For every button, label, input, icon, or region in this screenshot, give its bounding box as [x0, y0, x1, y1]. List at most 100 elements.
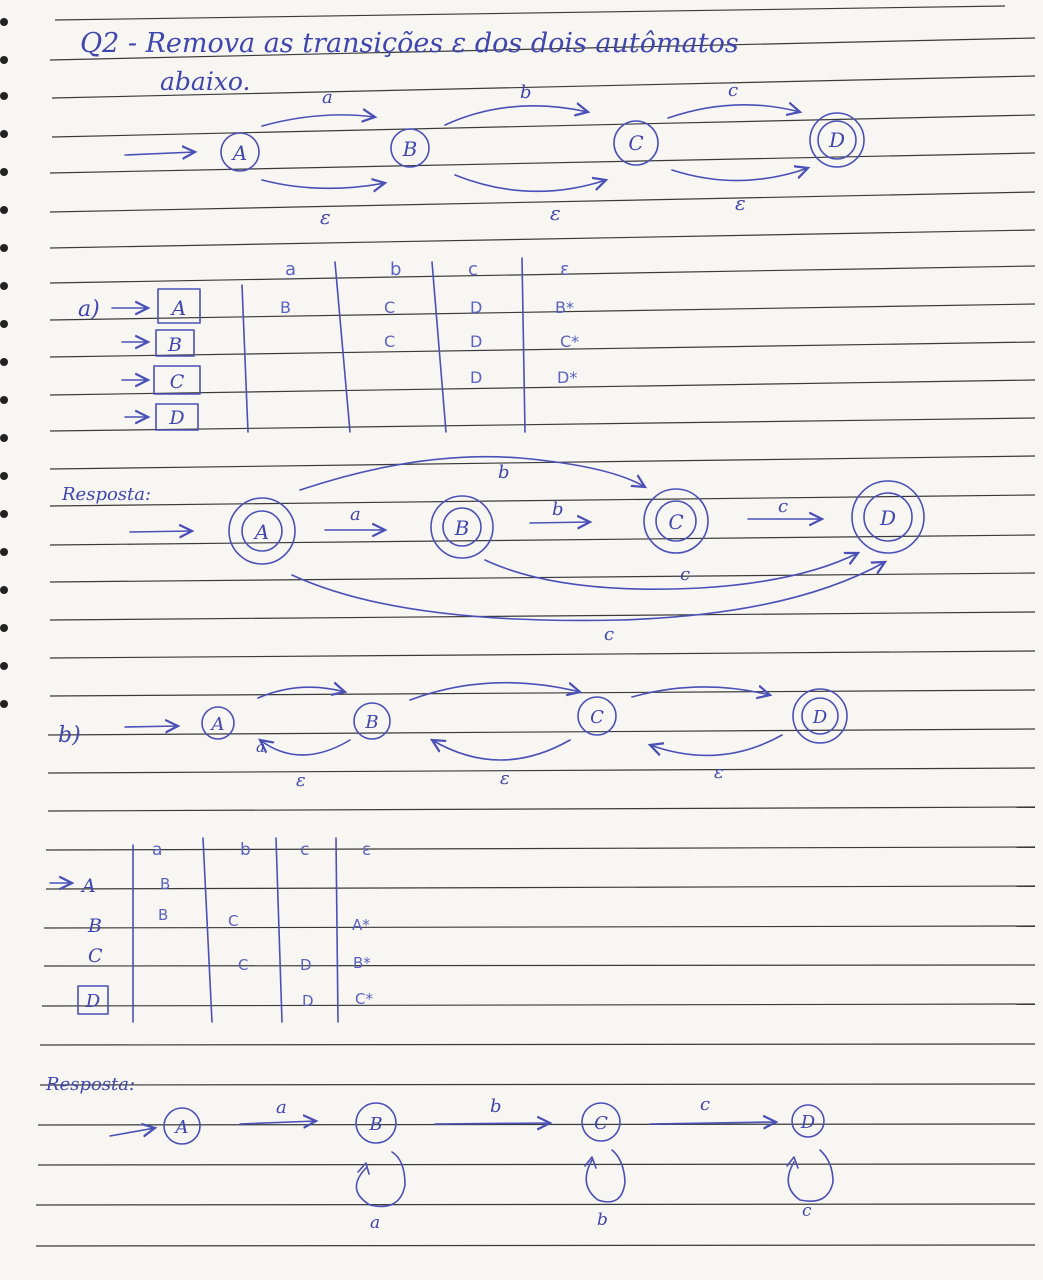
part-b-answer-label: Resposta:: [45, 1074, 135, 1095]
table-a-row-state: A: [170, 296, 186, 320]
ruled-lines: [35, 5, 1036, 1247]
b-state-b: B: [364, 712, 378, 733]
automaton-1-diagram: A B C D a ε b ε c ε: [124, 80, 865, 229]
answer-b-loop-label: a: [370, 1213, 380, 1233]
answer-a-state-d: D: [879, 506, 896, 530]
part-b-answer-diagram: Resposta: A B C D a b c a b c: [45, 1074, 834, 1233]
state-d-final-inner: [817, 120, 857, 160]
table-a-row-state: B: [167, 334, 182, 356]
table-a-cell: C*: [560, 332, 579, 351]
question-heading-cont: abaixo.: [160, 67, 250, 96]
b-state-a: A: [210, 714, 225, 735]
edge-a-b-eps: [261, 180, 385, 188]
table-a-state-b-box: [155, 329, 195, 357]
answer-b-edge-label: a: [276, 1097, 287, 1118]
table-b-header-eps: ε: [362, 840, 371, 860]
part-a-answer-diagram: Resposta: A B C D a b c b c c: [61, 455, 925, 645]
answer-b-state-a: A: [174, 1117, 189, 1138]
state-c: [613, 120, 659, 166]
table-a-cell: D: [470, 368, 482, 387]
part-a-table: a) a b c ε A B C D B* B C D C* C D D* D: [78, 257, 579, 433]
table-a-cell: B: [280, 298, 291, 317]
table-a-cell: D: [470, 298, 482, 317]
state-c-label: C: [628, 131, 643, 155]
answer-b-edge-label: b: [490, 1096, 502, 1117]
answer-a-edge-label: c: [778, 496, 788, 517]
answer-b-loop-label: b: [597, 1210, 608, 1230]
state-a-label: A: [231, 141, 247, 165]
b-state-d: D: [812, 707, 828, 728]
table-b-header-b: b: [240, 840, 251, 860]
answer-b-state-b: B: [368, 1114, 382, 1135]
table-a-row-state: D: [168, 407, 184, 429]
table-a-header-c: c: [468, 259, 478, 280]
table-b-cell: B: [158, 906, 168, 924]
state-b: [390, 128, 430, 168]
b-edge-label-a: a: [256, 738, 265, 756]
answer-b-self-loop-b: [355, 1151, 406, 1208]
table-b-cell: C*: [355, 990, 373, 1008]
table-a-state-d-box: [155, 403, 199, 431]
table-a-cell: B*: [555, 298, 574, 317]
part-b-table: a b c ε A B B B C A* C C D B* D D C*: [49, 837, 373, 1023]
edge-a-b-a: [261, 115, 375, 127]
answer-b-state-c: C: [594, 1113, 608, 1134]
answer-b-self-loop-c: [585, 1149, 626, 1203]
answer-b-edge-label: c: [700, 1094, 710, 1115]
edge-c-d-c: [667, 105, 800, 119]
table-b-cell: D: [302, 992, 314, 1010]
table-b-row-state: C: [88, 945, 103, 967]
b-state-c: C: [590, 707, 604, 728]
table-b-row-state: D: [85, 991, 101, 1012]
answer-a-edge-label: c: [604, 624, 614, 645]
answer-a-state-a: A: [253, 520, 269, 544]
table-b-row-state: A: [80, 875, 96, 897]
b-edge-label-eps: ε: [714, 762, 724, 783]
edge-label-a: a: [322, 87, 333, 108]
answer-a-state-c: C: [668, 510, 683, 534]
table-a-cell: C: [384, 332, 395, 351]
part-a-label: a): [78, 297, 100, 322]
table-a-cell: D*: [557, 368, 577, 387]
part-a-answer-label: Resposta:: [61, 484, 151, 505]
table-b-cell: B: [160, 875, 170, 893]
b-edge-label-eps: ε: [500, 768, 510, 789]
question-heading: Q2 - Remova as transições ε dos dois aut…: [80, 28, 739, 59]
answer-a-edge-a-d: [291, 562, 885, 622]
table-a-row-state: C: [170, 371, 185, 393]
table-b-header-c: c: [300, 840, 309, 860]
state-a: [220, 132, 260, 172]
part-b-label: b): [58, 723, 81, 748]
table-b-cell: C: [238, 956, 248, 974]
table-b-cell: A*: [352, 916, 370, 934]
answer-a-edge-label: b: [552, 499, 564, 520]
state-d-final-outer: [809, 112, 865, 168]
edge-label-eps-2: ε: [550, 201, 561, 225]
table-a-header-a: a: [285, 259, 296, 280]
answer-b-state-d: D: [800, 1112, 816, 1133]
edge-label-c: c: [728, 80, 738, 101]
edge-c-d-eps: [671, 168, 808, 182]
binding-holes: [0, 18, 8, 708]
answer-a-edge-a-c: [299, 455, 645, 491]
answer-b-loop-label: c: [802, 1201, 812, 1221]
table-b-cell: C: [228, 912, 238, 930]
table-a-header-eps: ε: [560, 259, 570, 280]
table-b-cell: B*: [353, 954, 371, 972]
table-a-state-a-box: [157, 288, 201, 324]
edge-label-eps-3: ε: [735, 191, 746, 215]
part-b-automaton-diagram: b) A B C D a ε ε ε: [58, 683, 848, 791]
state-d-label: D: [828, 128, 845, 152]
answer-a-edge-b-d: [484, 553, 858, 590]
answer-a-edge-label: b: [498, 462, 510, 483]
edge-label-b: b: [520, 82, 532, 103]
start-arrow: [124, 152, 195, 155]
table-a-state-c-box: [153, 365, 201, 395]
table-a-cell: D: [470, 332, 482, 351]
edge-b-c-b: [444, 106, 588, 126]
edge-b-c-eps: [454, 174, 606, 193]
answer-b-self-loop-d: [787, 1149, 834, 1202]
answer-a-state-b: B: [454, 516, 470, 540]
